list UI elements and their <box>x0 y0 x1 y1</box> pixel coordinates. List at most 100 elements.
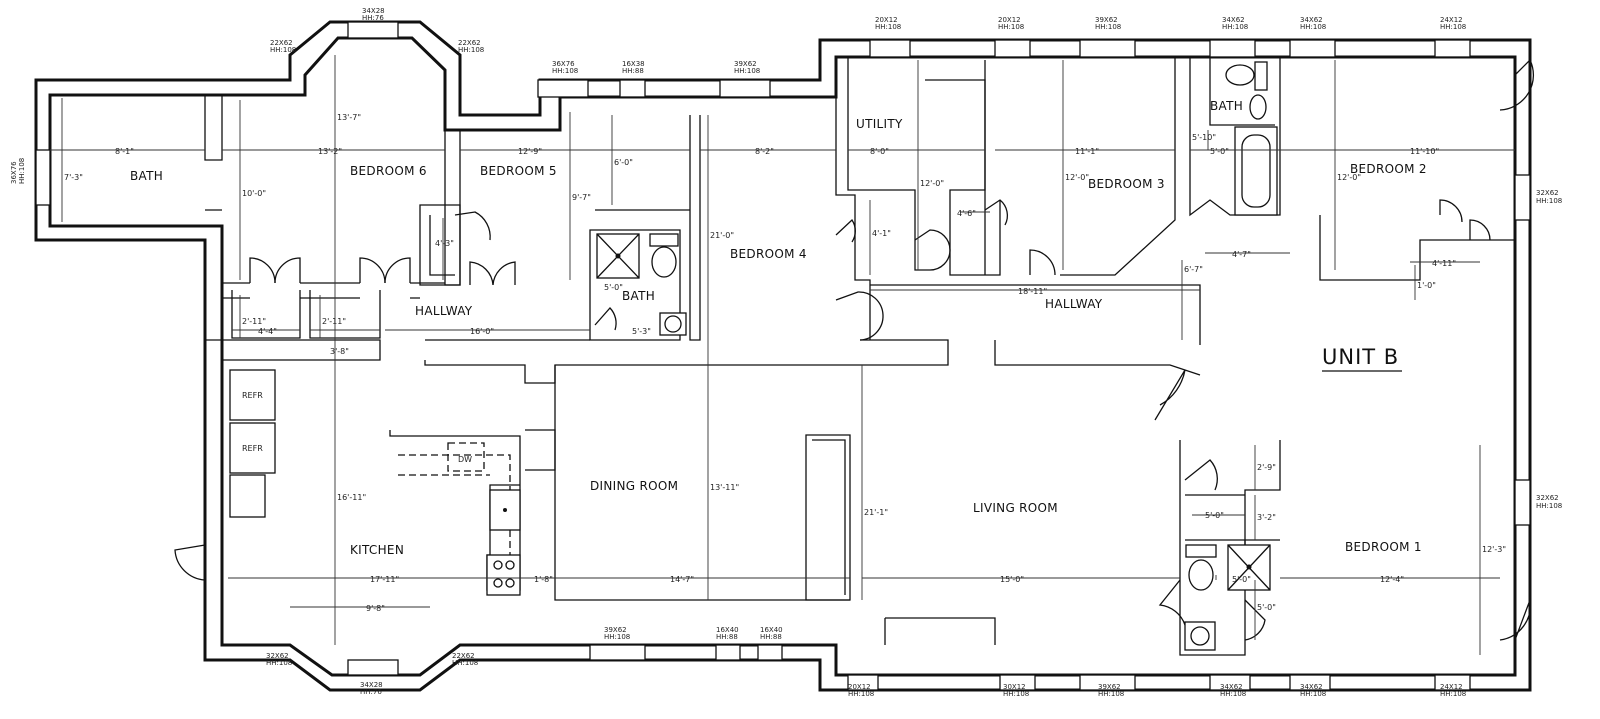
svg-text:4'-4": 4'-4" <box>258 327 277 336</box>
svg-text:4'-11": 4'-11" <box>1432 259 1456 268</box>
fixtures <box>229 61 1278 651</box>
svg-text:2'-11": 2'-11" <box>322 317 346 326</box>
room-label-bedroom1: BEDROOM 1 <box>1345 540 1422 554</box>
room-label-bedroom3: BEDROOM 3 <box>1088 177 1165 191</box>
unit-label: UNIT B <box>1322 345 1399 369</box>
room-label-bedroom6: BEDROOM 6 <box>350 164 427 178</box>
room-label-hallway: HALLWAY <box>1045 297 1103 311</box>
refrigerator-label: REFR <box>242 391 263 400</box>
svg-text:8'-0": 8'-0" <box>870 147 889 156</box>
room-label-bath: BATH <box>1210 99 1243 113</box>
svg-text:16'-0": 16'-0" <box>470 327 494 336</box>
svg-text:12'-0": 12'-0" <box>1065 173 1089 182</box>
svg-text:8'-1": 8'-1" <box>115 147 134 156</box>
svg-text:6'-0": 6'-0" <box>614 158 633 167</box>
svg-text:4'-1": 4'-1" <box>872 229 891 238</box>
room-label-bath: BATH <box>130 169 163 183</box>
svg-text:4'-7": 4'-7" <box>1232 250 1251 259</box>
svg-text:11'-1": 11'-1" <box>1075 147 1099 156</box>
svg-text:8'-2": 8'-2" <box>755 147 774 156</box>
svg-text:16'-11": 16'-11" <box>337 493 366 502</box>
svg-text:12'-4": 12'-4" <box>1380 575 1404 584</box>
svg-text:36X76HH:108: 36X76HH:108 <box>10 158 26 184</box>
svg-text:9'-7": 9'-7" <box>572 193 591 202</box>
room-label-dining-room: DINING ROOM <box>590 479 678 493</box>
svg-text:5'-0": 5'-0" <box>1210 147 1229 156</box>
room-label-hallway: HALLWAY <box>415 304 473 318</box>
dimension-lines <box>50 55 1515 655</box>
refrigerator <box>229 422 276 474</box>
svg-text:9'-8": 9'-8" <box>366 604 385 613</box>
svg-text:6'-7": 6'-7" <box>1184 265 1203 274</box>
exterior-walls <box>34 20 1532 692</box>
svg-text:5'-0": 5'-0" <box>1257 603 1276 612</box>
toilet <box>1188 559 1214 591</box>
svg-text:1'-8": 1'-8" <box>534 575 553 584</box>
svg-text:2'-9": 2'-9" <box>1257 463 1276 472</box>
svg-text:18'-11": 18'-11" <box>1018 287 1047 296</box>
door-swings <box>174 58 1535 641</box>
svg-text:21'-1": 21'-1" <box>864 508 888 517</box>
stove <box>486 554 521 596</box>
svg-text:11'-10": 11'-10" <box>1410 147 1439 156</box>
refrigerator-label: REFR <box>242 444 263 453</box>
svg-text:13'-2": 13'-2" <box>318 147 342 156</box>
svg-text:36X76HH:108: 36X76HH:108 <box>552 60 578 75</box>
toilet <box>651 246 677 278</box>
svg-text:12'-0": 12'-0" <box>1337 173 1361 182</box>
svg-text:2'-11": 2'-11" <box>242 317 266 326</box>
svg-text:5'-0": 5'-0" <box>604 283 623 292</box>
room-labels: BATH BEDROOM 6 BEDROOM 5 BEDROOM 4 UTILI… <box>130 99 1426 557</box>
refrigerator <box>229 369 276 421</box>
room-label-bath: BATH <box>622 289 655 303</box>
interior-walls <box>204 57 1515 656</box>
svg-text:5'-3": 5'-3" <box>632 327 651 336</box>
dimension-labels: 8'-1" 7'-3" 13'-2" 13'-7" 10'-0" 12'-9" … <box>64 113 1506 613</box>
svg-text:5'-0": 5'-0" <box>1232 575 1251 584</box>
toilet <box>1225 64 1255 86</box>
svg-text:3'-2": 3'-2" <box>1257 513 1276 522</box>
svg-text:14'-7": 14'-7" <box>670 575 694 584</box>
room-label-kitchen: KITCHEN <box>350 543 404 557</box>
svg-text:13'-11": 13'-11" <box>710 483 739 492</box>
svg-text:21'-0": 21'-0" <box>710 231 734 240</box>
svg-text:5'-10": 5'-10" <box>1192 133 1216 142</box>
dishwasher-label: DW <box>458 455 472 464</box>
svg-text:15'-0": 15'-0" <box>1000 575 1024 584</box>
svg-text:17'-11": 17'-11" <box>370 575 399 584</box>
svg-text:3'-8": 3'-8" <box>330 347 349 356</box>
svg-text:13'-7": 13'-7" <box>337 113 361 122</box>
svg-text:1'-0": 1'-0" <box>1417 281 1436 290</box>
svg-text:5'-0": 5'-0" <box>1205 511 1224 520</box>
svg-text:4'-6": 4'-6" <box>957 209 976 218</box>
svg-text:12'-9": 12'-9" <box>518 147 542 156</box>
svg-text:10'-0": 10'-0" <box>242 189 266 198</box>
svg-text:12'-0": 12'-0" <box>920 179 944 188</box>
